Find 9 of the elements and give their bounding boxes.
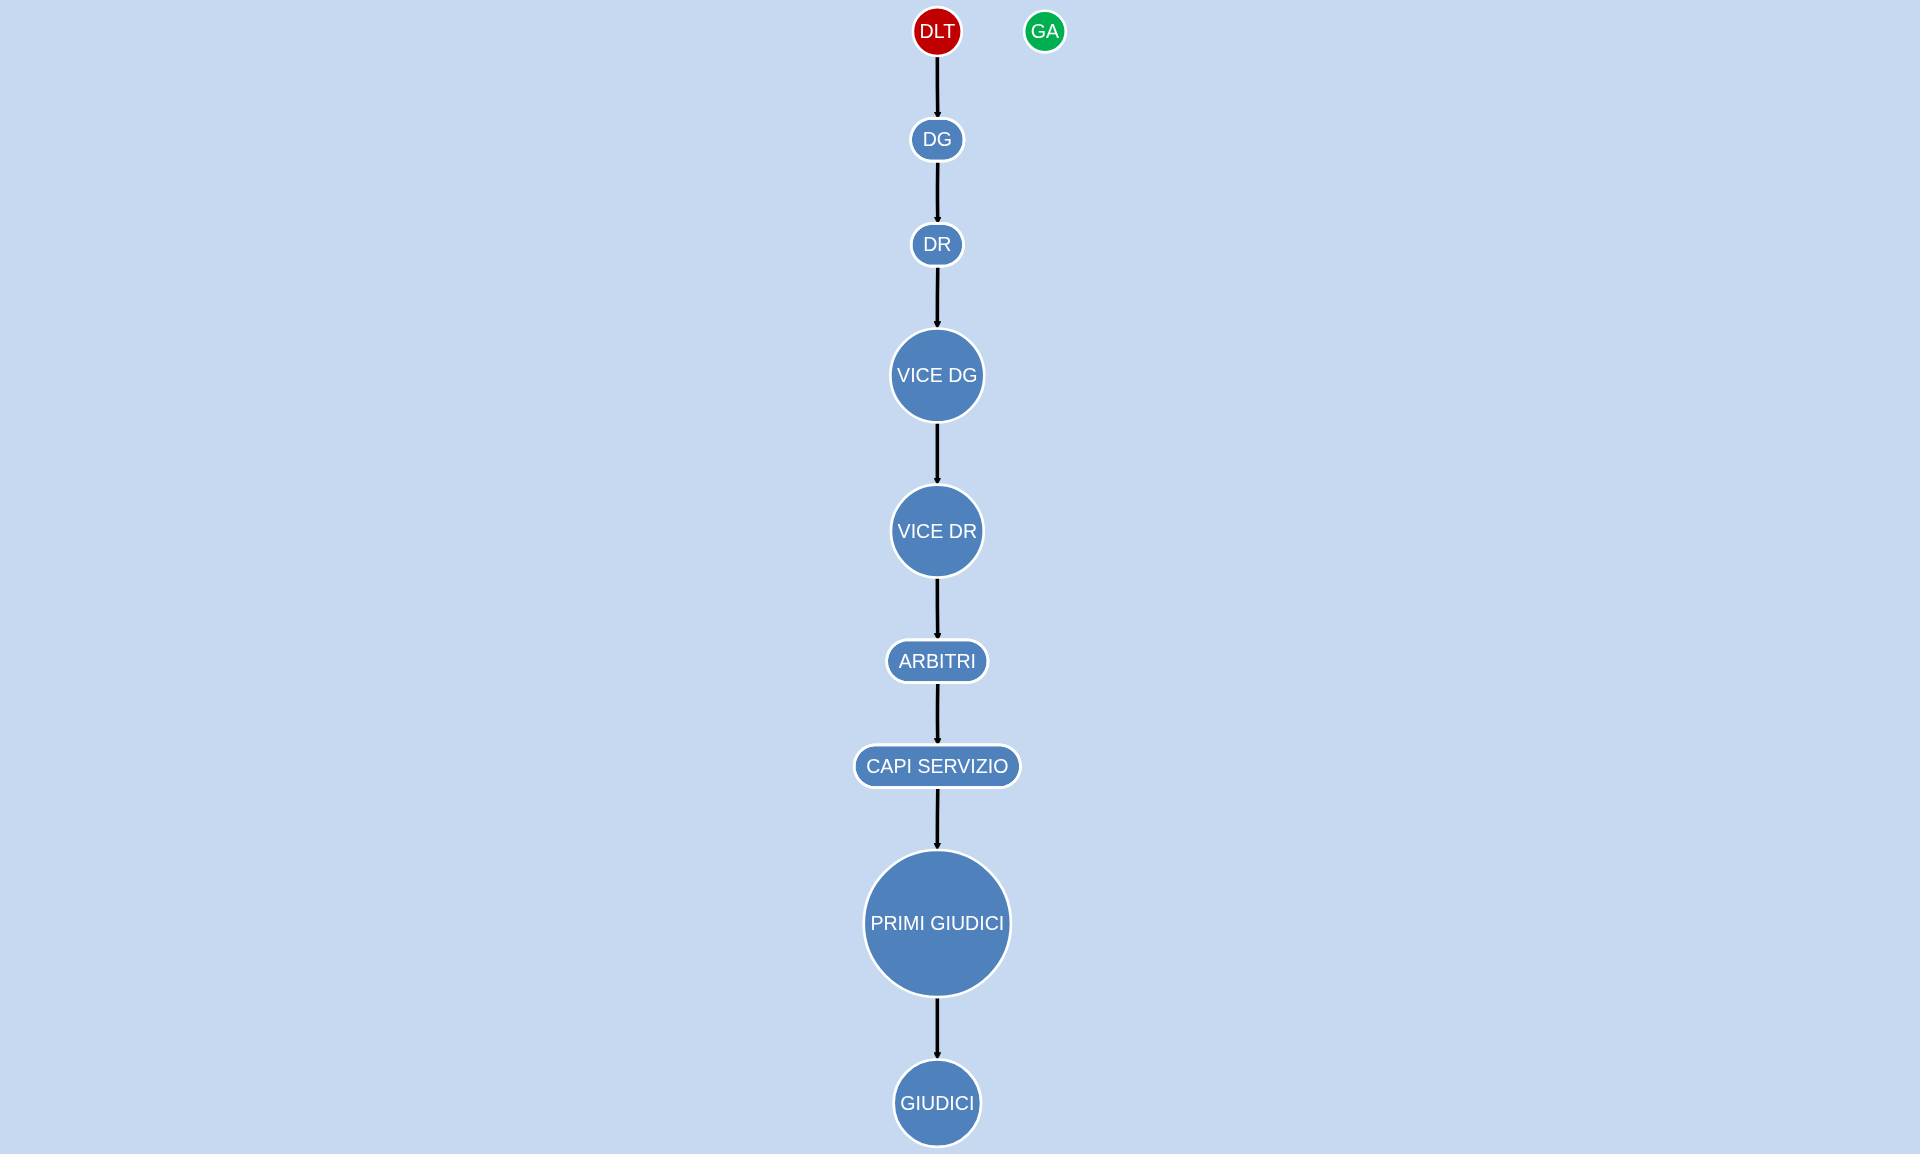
arrow xyxy=(933,997,942,1060)
node-circle: VICE DR xyxy=(889,483,986,579)
arrow xyxy=(933,266,942,329)
node-circle: GIUDICI xyxy=(892,1058,983,1149)
node-circle: GA xyxy=(1022,9,1068,54)
arrow xyxy=(933,788,942,851)
node-circle: VICE DG xyxy=(889,327,986,424)
node-circle: DLT xyxy=(911,5,964,58)
node-circle: PRIMI GIUDICI xyxy=(862,848,1013,999)
